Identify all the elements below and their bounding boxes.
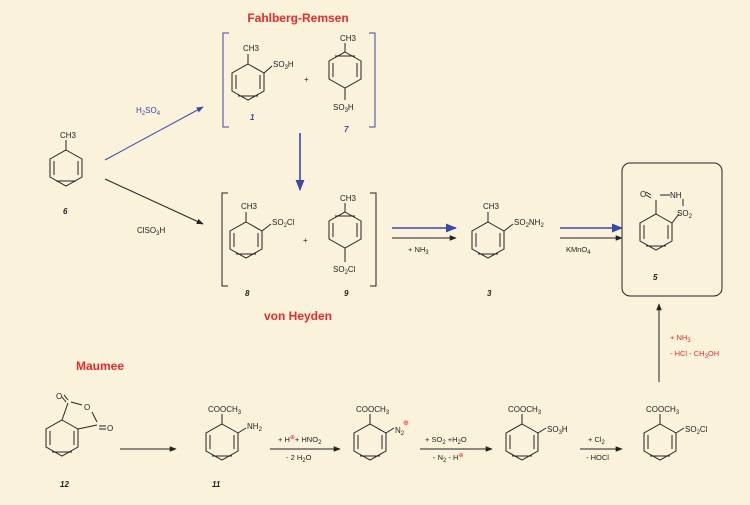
compound-12-number: 12 xyxy=(60,480,69,489)
reagent-minus-2h2o: - 2 H2O xyxy=(286,453,312,464)
compound-sulfonic-acid: COOCH3 SO3H xyxy=(505,405,568,461)
reagent-so2-h2o: + SO2 +H2O xyxy=(425,435,467,446)
compound-6-toluene: CH3 6 xyxy=(49,131,83,216)
compound-8-number: 8 xyxy=(245,289,250,298)
compound-9-so2cl: SO2Cl xyxy=(333,265,356,276)
compound-3-number: 3 xyxy=(487,289,492,298)
reagent-h-hno2: + H⊕+ HNO2 xyxy=(278,435,322,446)
compound-8-ch3: CH3 xyxy=(241,202,258,211)
plus-sign-2: + xyxy=(303,236,308,245)
reagent-hocl: - HOCl xyxy=(586,453,609,462)
compound-11-coocH3: COOCH3 xyxy=(208,405,242,416)
plus-sign-1: + xyxy=(304,75,309,84)
compound-12-phthalic-anhydride: O O O 12 xyxy=(45,392,113,489)
compound-1-so3h: SO3H xyxy=(273,60,294,71)
diazo-charge: ⊕ xyxy=(403,420,409,427)
compound-7-ch3: CH3 xyxy=(340,34,357,43)
compound-7: CH3 SO3H 7 xyxy=(328,34,362,134)
route-title-von-heyden: von Heyden xyxy=(264,309,332,323)
arrow-6-to-vonheyden xyxy=(104,178,204,225)
compound-1-ch3: CH3 xyxy=(243,44,260,53)
compound-7-number: 7 xyxy=(344,125,349,134)
compound-12-o3: O xyxy=(107,424,113,433)
compound-3-so2nh2: SO2NH2 xyxy=(514,218,544,229)
route-title-maumee: Maumee xyxy=(76,359,124,373)
arrow-6-to-fahlberg xyxy=(104,106,204,161)
reagent-minus-n2-h: - N2 - H⊕ xyxy=(433,453,463,464)
compound-5-saccharin: O NH SO2 5 xyxy=(639,190,693,282)
compound-12-o1: O xyxy=(56,392,62,401)
compound-3-ch3: CH3 xyxy=(483,202,500,211)
diazo-n2: N2 xyxy=(395,426,405,437)
sulfonyl-so2cl: SO2Cl xyxy=(685,425,708,436)
reagent-nh3: + NH3 xyxy=(408,245,429,256)
compound-9: CH3 SO2Cl 9 xyxy=(328,194,362,298)
compound-diazonium: COOCH3 N2 ⊕ xyxy=(353,405,409,461)
compound-9-ch3: CH3 xyxy=(340,194,357,203)
compound-5-oxo: O xyxy=(640,190,646,199)
compound-7-so3h: SO3H xyxy=(333,103,354,114)
reagent-cl2: + Cl2 xyxy=(588,435,606,446)
diazo-cooch3: COOCH3 xyxy=(356,405,390,416)
compound-6-number: 6 xyxy=(63,207,68,216)
compound-5-so2: SO2 xyxy=(677,209,693,220)
compound-9-number: 9 xyxy=(344,289,349,298)
compound-sulfonyl-chloride: COOCH3 SO2Cl xyxy=(643,405,708,461)
bracket-vonheyden xyxy=(221,192,377,287)
compound-1-number: 1 xyxy=(250,113,255,122)
compound-1: CH3 SO3H 1 xyxy=(231,44,294,122)
reagent-nh3-red: + NH3 xyxy=(670,333,691,344)
compound-5-nh: NH xyxy=(670,191,682,200)
reagent-clso3h: ClSO3H xyxy=(137,226,165,237)
compound-8-so2cl: SO2Cl xyxy=(272,218,295,229)
bracket-fahlberg xyxy=(222,32,376,128)
reagent-h2so4: H2SO4 xyxy=(136,106,161,117)
compound-3: CH3 SO2NH2 3 xyxy=(471,202,544,298)
compound-5-number: 5 xyxy=(653,273,658,282)
route-title-fahlberg-remsen: Fahlberg-Remsen xyxy=(247,11,348,25)
reagent-hcl-ch3oh: - HCl - CH3OH xyxy=(670,349,719,360)
reagent-kmno4: KMnO4 xyxy=(566,245,591,256)
sulfonic-so3h: SO3H xyxy=(547,425,568,436)
sulfonyl-cooch3: COOCH3 xyxy=(646,405,680,416)
compound-11-number: 11 xyxy=(212,480,221,489)
compound-11-nh2: NH2 xyxy=(247,422,263,433)
compound-8: CH3 SO2Cl 8 xyxy=(229,202,295,298)
sulfonic-cooch3: COOCH3 xyxy=(508,405,542,416)
compound-6-substituent: CH3 xyxy=(60,131,77,140)
compound-11: COOCH3 NH2 11 xyxy=(205,405,263,489)
compound-12-o2: O xyxy=(84,403,90,412)
